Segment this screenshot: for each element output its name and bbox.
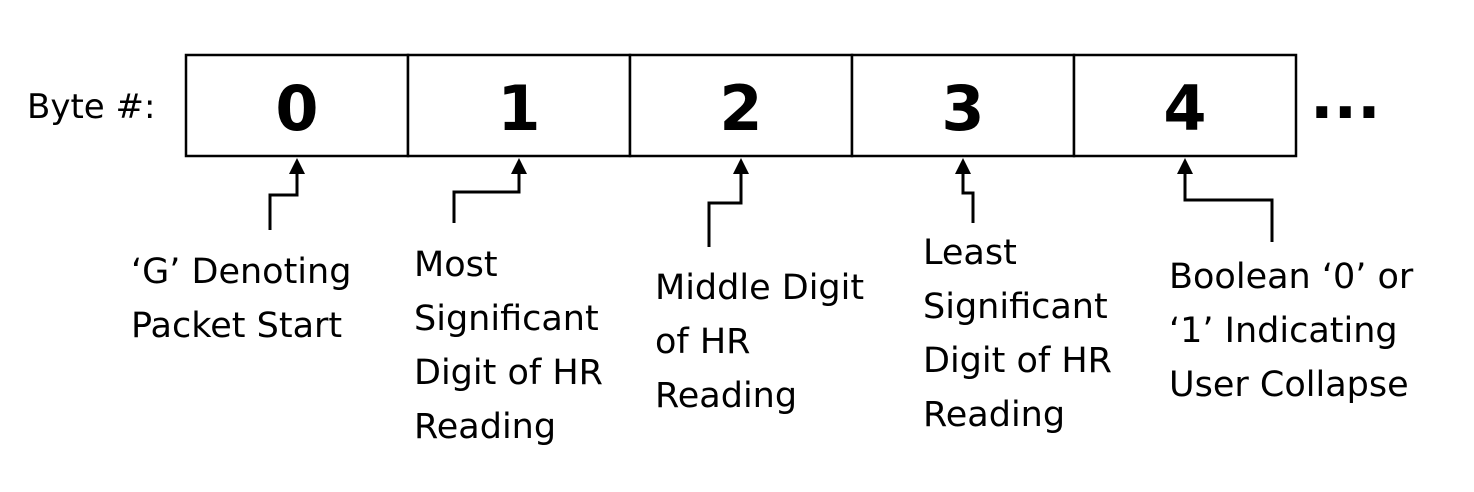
continuation-ellipsis: ... [1310, 60, 1381, 133]
arrowhead-4 [1177, 158, 1193, 174]
byte-cells: 0 1 2 3 4 [184, 53, 1298, 158]
byte-description-2: Middle Digit of HR Reading [655, 268, 864, 416]
arrowhead-1 [511, 158, 527, 174]
byte-number-0: 0 [275, 72, 318, 145]
description-line: Reading [655, 376, 797, 416]
byte-number-2: 2 [719, 72, 762, 145]
connector-line-1 [452, 170, 521, 223]
arrowhead-3 [955, 158, 971, 174]
description-line: of HR [655, 322, 751, 362]
connector-arrows [268, 158, 1274, 247]
connector-line-0 [268, 170, 299, 230]
byte-cell-1 [406, 53, 632, 158]
byte-number-4: 4 [1163, 72, 1206, 145]
description-line: ‘1’ Indicating [1169, 311, 1398, 351]
arrowhead-2 [733, 158, 749, 174]
byte-number-3: 3 [941, 72, 984, 145]
description-line: Least [923, 233, 1017, 273]
description-line: Boolean ‘0’ or [1169, 257, 1414, 297]
description-line: Reading [414, 407, 556, 447]
byte-cell-4 [1072, 53, 1298, 158]
description-line: Packet Start [131, 306, 342, 346]
connector-line-4 [1183, 170, 1274, 242]
connector-line-2 [707, 170, 743, 247]
description-line: Significant [414, 299, 599, 339]
description-line: ‘G’ Denoting [131, 252, 351, 292]
byte-cell-0 [184, 53, 410, 158]
arrowhead-0 [289, 158, 305, 174]
description-line: Most [414, 245, 498, 285]
description-line: Digit of HR [923, 341, 1112, 381]
description-line: User Collapse [1169, 365, 1409, 405]
description-line: Significant [923, 287, 1108, 327]
description-line: Middle Digit [655, 268, 864, 308]
description-line: Reading [923, 395, 1065, 435]
connector-line-3 [961, 170, 975, 223]
byte-cell-2 [628, 53, 854, 158]
description-line: Digit of HR [414, 353, 603, 393]
byte-number-label: Byte #: [27, 87, 155, 127]
byte-number-1: 1 [497, 72, 540, 145]
